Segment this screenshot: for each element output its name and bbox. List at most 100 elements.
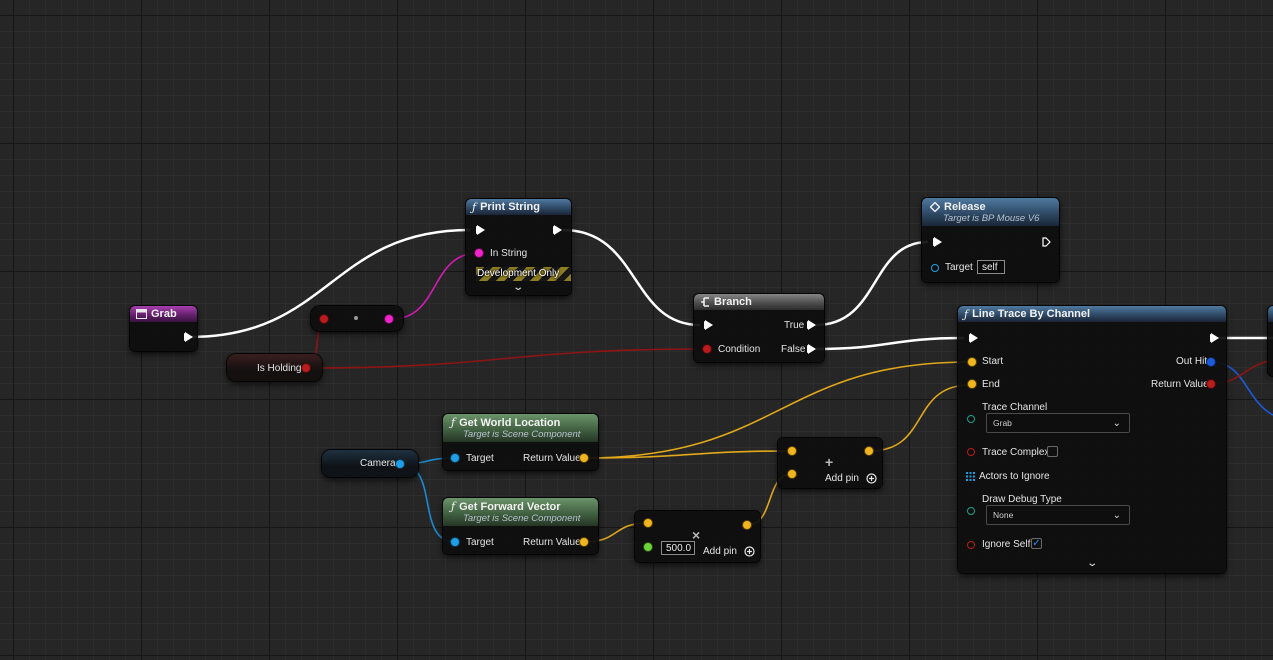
is-holding-out-pin[interactable]: [302, 364, 310, 372]
grab-exec-out-pin[interactable]: [184, 332, 193, 342]
plus-circle-icon[interactable]: [744, 546, 755, 557]
multiply-add-pin-label[interactable]: Add pin: [703, 546, 737, 557]
is-holding-variable-node[interactable]: Is Holding: [227, 354, 322, 381]
add-add-pin-label[interactable]: Add pin: [825, 473, 859, 484]
get-forward-vector-header: ƒ Get Forward Vector Target is Scene Com…: [443, 498, 598, 526]
line-trace-title: Line Trace By Channel: [972, 308, 1091, 320]
add-node[interactable]: + Add pin: [778, 438, 882, 488]
vector-wire-worldloc-start: [583, 361, 971, 459]
release-exec-out-pin[interactable]: [1042, 237, 1051, 247]
branch-node[interactable]: Branch True Condition False: [694, 294, 824, 362]
line-trace-exec-out-pin[interactable]: [1210, 333, 1219, 343]
bool-wire-isholding-branch: [309, 348, 707, 369]
release-target-label: Target: [945, 262, 973, 273]
branch-false-label: False: [781, 344, 806, 355]
line-trace-return-value-label: Return Value: [1151, 379, 1209, 390]
line-trace-exec-in-pin[interactable]: [969, 333, 978, 343]
release-target-value[interactable]: self: [977, 260, 1005, 274]
actors-to-ignore-label: Actors to Ignore: [979, 471, 1050, 482]
diamond-event-icon: [930, 201, 940, 212]
line-trace-start-label: Start: [982, 356, 1004, 367]
print-exec-out-pin[interactable]: [553, 225, 562, 235]
get-forward-vector-target-label: Target: [466, 537, 494, 548]
get-forward-vector-subtitle: Target is Scene Component: [463, 513, 581, 524]
release-header: Release Target is BP Mouse V6: [922, 198, 1059, 226]
camera-label: Camera: [360, 458, 396, 469]
multiply-in-b-pin[interactable]: [644, 543, 652, 551]
line-trace-end-label: End: [982, 379, 1000, 390]
function-icon: ƒ: [472, 200, 477, 214]
to-string-in-pin[interactable]: [320, 315, 328, 323]
get-world-location-return-label: Return Value: [523, 453, 581, 464]
chevron-down-icon: ⌄: [1112, 510, 1121, 521]
grab-event-node[interactable]: Grab: [130, 306, 197, 351]
line-trace-start-pin[interactable]: [968, 358, 976, 366]
branch-true-pin[interactable]: [807, 320, 816, 330]
branch-icon: [701, 297, 709, 307]
plus-circle-icon[interactable]: [866, 473, 877, 484]
trace-channel-dropdown[interactable]: Grab ⌄: [986, 413, 1130, 433]
get-world-location-return-pin[interactable]: [580, 454, 588, 462]
offscreen-node[interactable]: [1268, 306, 1273, 376]
get-world-location-header: ƒ Get World Location Target is Scene Com…: [443, 414, 598, 442]
branch-header: Branch: [694, 294, 824, 310]
array-grid-icon[interactable]: [966, 472, 975, 481]
get-world-location-title: Get World Location: [459, 416, 561, 429]
multiply-out-pin[interactable]: [743, 521, 751, 529]
line-trace-by-channel-node[interactable]: ƒ Line Trace By Channel Start Out Hit En…: [958, 306, 1226, 573]
multiply-node[interactable]: × 500.0 Add pin: [635, 511, 760, 562]
in-string-pin[interactable]: [475, 249, 483, 257]
branch-condition-pin[interactable]: [703, 345, 711, 353]
release-exec-in-pin[interactable]: [933, 237, 942, 247]
draw-debug-type-dropdown[interactable]: None ⌄: [986, 505, 1130, 525]
in-string-label: In String: [490, 248, 528, 259]
ignore-self-checkbox[interactable]: ✓: [1031, 538, 1042, 549]
exec-wire-branch-release: [815, 240, 929, 327]
exec-wire-print-branch: [562, 228, 701, 327]
function-icon: ƒ: [451, 500, 456, 513]
chevron-down-icon[interactable]: ⌄: [512, 282, 525, 293]
get-world-location-node[interactable]: ƒ Get World Location Target is Scene Com…: [443, 414, 598, 470]
multiply-value-input[interactable]: 500.0: [661, 541, 695, 555]
grab-node-title: Grab: [151, 308, 177, 320]
function-icon: ƒ: [451, 416, 456, 429]
branch-false-pin[interactable]: [807, 344, 816, 354]
get-forward-vector-return-pin[interactable]: [580, 538, 588, 546]
line-trace-outhit-label: Out Hit: [1176, 356, 1208, 367]
print-string-node[interactable]: ƒ Print String In String Development Onl…: [466, 199, 571, 295]
line-trace-return-value-pin[interactable]: [1207, 380, 1215, 388]
to-string-out-pin[interactable]: [385, 315, 393, 323]
branch-condition-label: Condition: [718, 344, 761, 355]
bool-to-string-node[interactable]: [311, 306, 403, 331]
release-target-pin[interactable]: [931, 264, 939, 272]
get-world-location-target-label: Target: [466, 453, 494, 464]
line-trace-outhit-pin[interactable]: [1207, 358, 1215, 366]
development-only-banner: [476, 267, 571, 281]
draw-debug-type-pin[interactable]: [967, 507, 975, 515]
get-world-location-target-pin[interactable]: [451, 454, 459, 462]
release-node[interactable]: Release Target is BP Mouse V6 Target sel…: [922, 198, 1059, 282]
branch-exec-in-pin[interactable]: [704, 320, 713, 330]
ignore-self-label: Ignore Self: [982, 539, 1031, 550]
trace-channel-pin[interactable]: [967, 415, 975, 423]
get-forward-vector-target-pin[interactable]: [451, 538, 459, 546]
add-in-a-pin[interactable]: [788, 447, 796, 455]
camera-out-pin[interactable]: [396, 460, 404, 468]
get-forward-vector-node[interactable]: ƒ Get Forward Vector Target is Scene Com…: [443, 498, 598, 554]
ignore-self-pin[interactable]: [967, 541, 975, 549]
add-icon: +: [825, 454, 834, 470]
camera-variable-node[interactable]: Camera: [322, 450, 418, 477]
add-out-pin[interactable]: [865, 447, 873, 455]
line-trace-header: ƒ Line Trace By Channel: [958, 306, 1226, 322]
chevron-down-icon[interactable]: ⌄: [1086, 558, 1099, 569]
vector-wire-add-end: [869, 384, 971, 452]
print-exec-in-pin[interactable]: [476, 225, 485, 235]
trace-complex-checkbox[interactable]: [1047, 446, 1058, 457]
multiply-icon: ×: [692, 527, 701, 543]
add-in-b-pin[interactable]: [788, 470, 796, 478]
trace-complex-pin[interactable]: [967, 448, 975, 456]
multiply-in-a-pin[interactable]: [644, 519, 652, 527]
chevron-down-icon: ⌄: [1112, 418, 1121, 429]
line-trace-end-pin[interactable]: [968, 380, 976, 388]
print-string-header: ƒ Print String: [466, 199, 571, 215]
